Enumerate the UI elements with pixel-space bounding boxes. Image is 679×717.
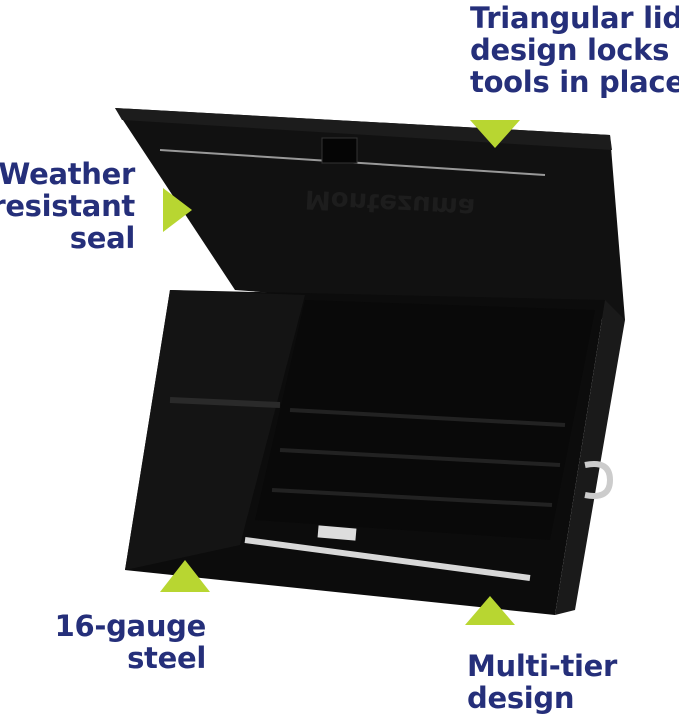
callout-line: resistant <box>0 189 135 223</box>
callout-line: tools in place <box>470 65 679 99</box>
callout-line: design <box>467 681 575 715</box>
callout-line: steel <box>127 641 206 675</box>
arrow-steel <box>160 560 210 592</box>
callout-line: design locks <box>470 33 670 67</box>
lid-latch <box>321 137 358 164</box>
callout-line: Multi-tier <box>467 649 618 683</box>
callout-16-gauge-steel: 16-gauge steel <box>54 609 207 675</box>
callout-line: Weather <box>0 157 135 191</box>
side-compartment <box>125 290 305 570</box>
callout-line: Triangular lid <box>470 1 679 35</box>
handle-bar <box>244 537 531 581</box>
arrow-tier <box>465 596 515 625</box>
callout-triangular-lid: Triangular lid design locks tools in pla… <box>470 2 679 98</box>
lid <box>115 108 625 320</box>
arrow-seal <box>163 188 192 232</box>
callout-weather-seal: Weather resistant seal <box>0 158 135 254</box>
arrow-lid <box>470 120 520 148</box>
callout-multi-tier: Multi-tier design <box>467 650 617 714</box>
callout-line: 16-gauge <box>54 609 207 643</box>
label-plate <box>317 525 357 541</box>
side-handle <box>584 461 614 499</box>
callout-line: seal <box>69 221 136 255</box>
tool-tray <box>255 300 595 540</box>
